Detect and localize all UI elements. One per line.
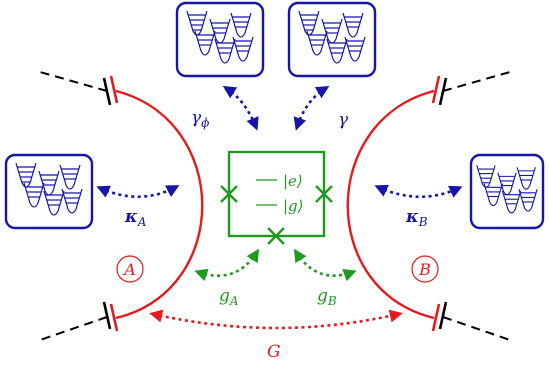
resonator-a: A — [39, 71, 204, 341]
coupler-a-bottom — [39, 301, 119, 341]
gamma-phi-arrow — [222, 85, 259, 131]
coupler-a-top — [39, 71, 119, 106]
kappa-b-label: κB — [405, 207, 428, 229]
junction-bottom-icon — [267, 227, 285, 245]
resonator-b: B — [346, 71, 511, 341]
level-e-label: |e⟩ — [283, 172, 303, 190]
bath-decay — [287, 1, 377, 78]
coupler-b-bottom — [431, 301, 511, 341]
resonator-a-arc — [115, 89, 204, 320]
kappa-a-label: κA — [124, 207, 147, 229]
bath-a — [4, 153, 94, 230]
qubit: |e⟩ |g⟩ — [220, 150, 333, 245]
resonator-b-arc — [346, 89, 435, 320]
junction-right-icon — [315, 185, 333, 203]
junction-left-icon — [220, 185, 238, 203]
coupler-b-top — [431, 71, 511, 106]
resonator-a-badge — [116, 255, 144, 283]
g-a-arrow — [194, 248, 260, 282]
kappa-b-arrow — [374, 184, 463, 199]
kappa-a-arrow — [96, 185, 180, 199]
g-b-arrow — [293, 248, 357, 282]
g-b-label: gB — [317, 286, 337, 308]
resonator-b-label: B — [418, 260, 431, 279]
qubit-box — [227, 150, 326, 238]
bath-b — [469, 153, 545, 230]
bath-dephasing — [175, 1, 265, 78]
big-g-arrow — [149, 309, 403, 330]
big-g-label: G — [267, 342, 281, 362]
gamma-label: γ — [338, 110, 349, 130]
g-a-label: gA — [219, 286, 239, 308]
resonator-b-badge — [411, 255, 439, 283]
gamma-arrow — [293, 85, 330, 131]
gamma-phi-label: γϕ — [191, 108, 209, 130]
resonator-a-label: A — [122, 260, 136, 279]
level-g-label: |g⟩ — [283, 197, 304, 215]
